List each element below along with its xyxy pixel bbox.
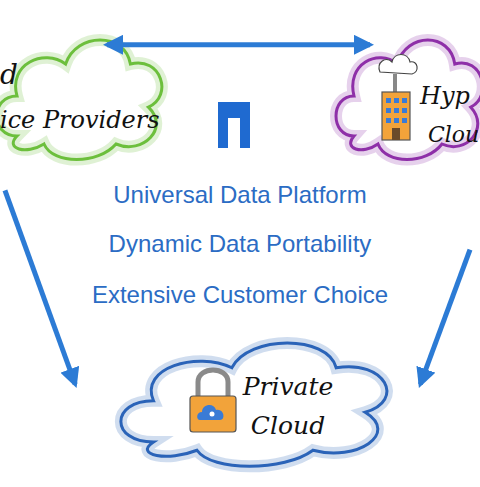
cloud-title: d: [0, 58, 18, 92]
cloud-shade: [336, 40, 480, 160]
value-statement: Universal Data Platform: [0, 181, 480, 209]
cloud-title: Private Cloud: [238, 368, 338, 446]
cloud-node: d ice Providers: [0, 8, 170, 168]
flow-arrow: [420, 250, 470, 385]
cloud-shade: [0, 40, 162, 160]
cloud-title: ice Providers: [0, 106, 160, 135]
cloud-line: [121, 343, 387, 466]
cloud-line: [336, 40, 480, 160]
lock-icon: [190, 370, 236, 432]
cloud-line: [0, 40, 162, 160]
cloud-shade: [121, 343, 387, 466]
cloud-outline: [0, 8, 170, 168]
cloud-node: HypClou: [330, 8, 480, 168]
cloud-title: Hyp: [420, 82, 470, 111]
value-statement: Dynamic Data Portability: [0, 230, 480, 258]
netapp-logo: [218, 102, 250, 148]
cloud-node: Private Cloud: [110, 310, 400, 475]
building-icon: [379, 55, 417, 141]
value-statement: Extensive Customer Choice: [0, 281, 480, 309]
flow-arrow: [5, 190, 75, 384]
flow-arrow: [107, 42, 370, 47]
cloud-title: Clou: [428, 122, 479, 148]
